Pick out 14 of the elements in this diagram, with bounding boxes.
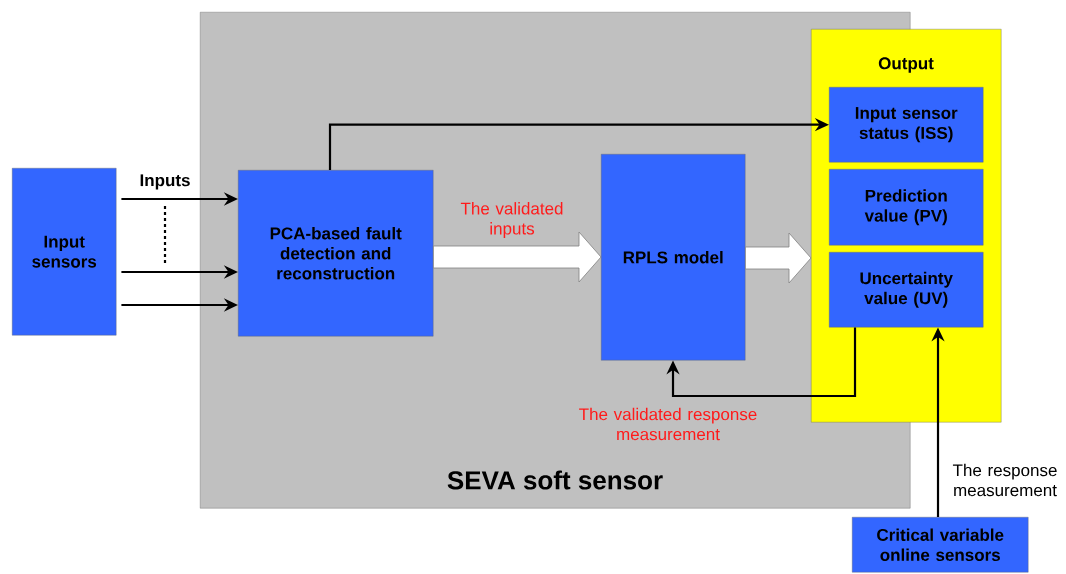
edge-label: The response measurement [952, 463, 1057, 497]
edge-label: The validated response measurement [579, 407, 757, 441]
model-box: RPLS model [601, 154, 746, 361]
block-arrow [745, 232, 812, 284]
arrow [666, 327, 857, 398]
process-box: PCA-based fault detection and reconstruction [238, 170, 434, 337]
sensor-box: Critical variable online sensors [852, 517, 1029, 573]
output-box: Input sensor status (ISS) [829, 87, 984, 163]
output-box: Prediction value (PV) [829, 169, 984, 246]
output-box: Uncertainty value (UV) [829, 252, 984, 328]
edge-label: The validated inputs [460, 202, 563, 238]
sensor-box: Input sensors [12, 168, 117, 336]
edge-label: Inputs [140, 174, 190, 190]
block-arrow [433, 231, 602, 283]
